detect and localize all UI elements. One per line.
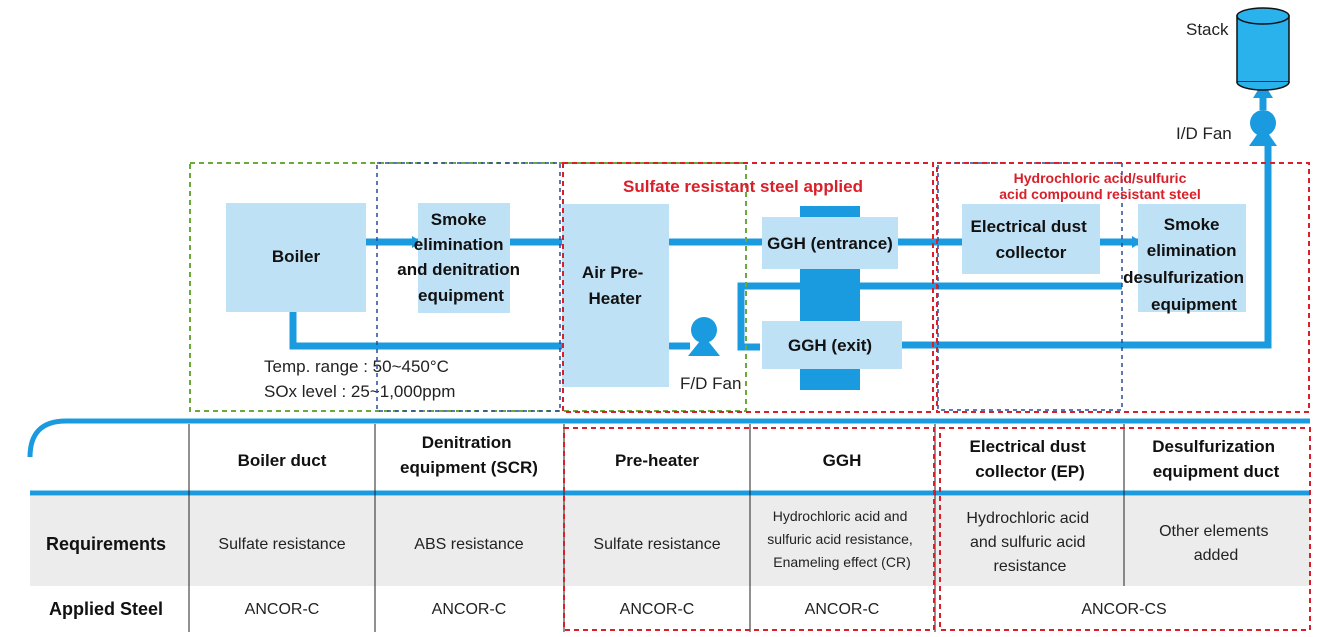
- sox-level-text: SOx level : 25~1,000ppm: [264, 382, 455, 401]
- applied-cell-denitration: ANCOR-C: [432, 601, 507, 618]
- pipe-to-idfan: [902, 140, 1272, 349]
- col-header-ggh: GGH: [823, 451, 862, 470]
- col-header-denitration: Denitration equipment (SCR): [400, 433, 538, 477]
- sulfate-title: Sulfate resistant steel applied: [623, 177, 863, 196]
- req-cell-preheater: Sulfate resistance: [593, 536, 720, 553]
- applied-cell-boiler: ANCOR-C: [245, 601, 320, 618]
- col-header-boiler-duct: Boiler duct: [238, 451, 327, 470]
- hcl-title-line2: acid compound resistant steel: [999, 186, 1201, 202]
- stack-icon: [1236, 7, 1290, 91]
- ggh-entrance-box: [762, 217, 898, 269]
- ggh-entrance-text: GGH (entrance): [767, 234, 893, 253]
- smoke-desulf-text: Smoke elimination desulfurization equipm…: [1123, 215, 1249, 314]
- smoke-denitration-text: Smoke elimination and denitration equipm…: [397, 210, 525, 305]
- fd-fan-label: F/D Fan: [680, 374, 741, 393]
- col-header-ep: Electrical dust collector (EP): [970, 437, 1091, 481]
- pipe-return-loop: [737, 282, 1122, 351]
- red-dashed-region-sulfate: [562, 162, 934, 413]
- air-preheater-box: [562, 204, 669, 387]
- temp-range-text: Temp. range : 50~450°C: [264, 357, 449, 376]
- ggh-exit-box: [762, 321, 902, 369]
- row-label-requirements: Requirements: [46, 534, 166, 554]
- table-red-region-hcl: [939, 427, 1311, 631]
- req-cell-desulf: Other elements added: [1159, 523, 1273, 564]
- req-cell-ep: Hydrochloric acid and sulfuric acid resi…: [966, 510, 1093, 575]
- boiler-text: Boiler: [272, 247, 321, 266]
- id-fan-label: I/D Fan: [1176, 124, 1232, 143]
- table-top-rule: [27, 418, 1310, 458]
- id-fan-icon: [1249, 110, 1277, 146]
- col-header-preheater: Pre-heater: [615, 451, 699, 470]
- blue-dashed-region-left: [376, 162, 561, 412]
- pipe-airpre-boiler: [289, 298, 562, 350]
- steel-table: Boiler duct Denitration equipment (SCR) …: [27, 418, 1311, 632]
- hcl-title-line1: Hydrochloric acid/sulfuric: [1014, 170, 1187, 186]
- smoke-desulf-box: [1138, 204, 1246, 312]
- col-header-desulf: Desulfurization equipment duct: [1152, 437, 1280, 481]
- applied-cell-preheater: ANCOR-C: [620, 601, 695, 618]
- table-red-region-sulfate: [563, 427, 935, 631]
- electrical-dust-text: Electrical dust collector: [971, 217, 1092, 262]
- requirements-band: [30, 496, 1310, 586]
- electrical-dust-box: [962, 204, 1100, 274]
- applied-cell-ggh: ANCOR-C: [805, 601, 880, 618]
- arrow-into-smoke: [412, 236, 422, 248]
- smoke-denitration-box: [418, 203, 510, 313]
- req-cell-ggh: Hydrochloric acid and sulfuric acid resi…: [767, 508, 916, 570]
- applied-cell-ep-desulf: ANCOR-CS: [1081, 601, 1166, 618]
- row-label-applied-steel: Applied Steel: [49, 599, 163, 619]
- req-cell-denitration: ABS resistance: [414, 536, 523, 553]
- air-preheater-text: Air Pre- Heater: [582, 263, 648, 308]
- ggh-exit-text: GGH (exit): [788, 336, 872, 355]
- red-dashed-region-hcl: [936, 162, 1310, 413]
- boiler-box: [226, 203, 366, 312]
- pipes: [289, 95, 1272, 351]
- stack-label: Stack: [1186, 20, 1229, 39]
- arrow-into-desulf: [1132, 236, 1142, 248]
- fd-fan-icon: [688, 317, 720, 356]
- req-cell-boiler: Sulfate resistance: [218, 536, 345, 553]
